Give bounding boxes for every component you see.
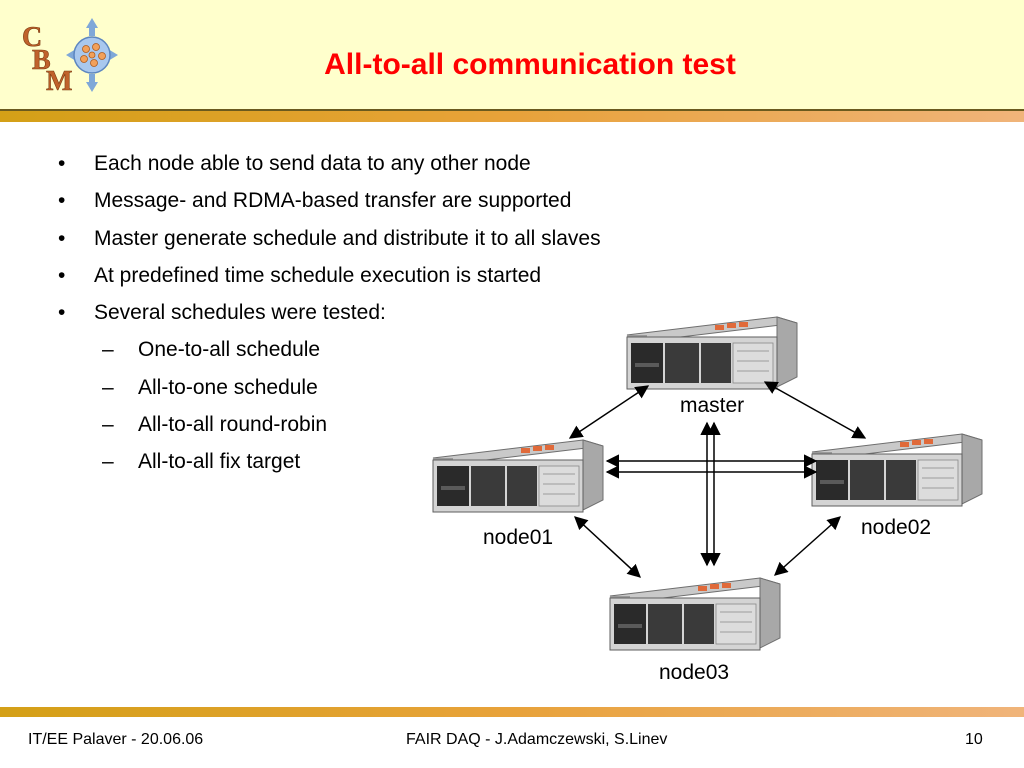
sub-bullet-item: All-to-one schedule: [54, 374, 694, 411]
node02-server-icon: [811, 433, 983, 507]
header-rule-line: [0, 109, 1024, 111]
node01-label: node01: [483, 526, 554, 549]
bullet-item: Each node able to send data to any other…: [54, 150, 694, 187]
node03-server-icon: [609, 577, 781, 651]
logo-letter-m: M: [46, 66, 72, 96]
sub-bullet-item: One-to-all schedule: [54, 336, 694, 373]
header-rule: [0, 110, 1024, 122]
logo-letter-b: B: [32, 45, 51, 76]
master-label: master: [680, 394, 745, 417]
link-node01-node03: [574, 516, 641, 578]
link-master-node02: [763, 381, 867, 439]
logo-emblem-icon: [66, 18, 118, 92]
link-node02-node03: [773, 516, 842, 576]
cbm-logo: C B M: [22, 18, 118, 96]
bullet-item: Several schedules were tested:: [54, 299, 694, 336]
footer-rule: [0, 707, 1024, 717]
bullet-item: Message- and RDMA-based transfer are sup…: [54, 187, 694, 224]
footer-left: IT/EE Palaver - 20.06.06: [28, 731, 204, 748]
bullet-list: Each node able to send data to any other…: [54, 150, 694, 486]
sub-bullet-item: All-to-all round-robin: [54, 411, 694, 448]
node02-label: node02: [861, 516, 932, 539]
bullet-item: Master generate schedule and distribute …: [54, 225, 694, 262]
footer-center: FAIR DAQ - J.Adamczewski, S.Linev: [406, 731, 668, 748]
sub-bullet-item: All-to-all fix target: [54, 448, 694, 485]
logo-letter-c: C: [22, 22, 42, 53]
bullet-item: At predefined time schedule execution is…: [54, 262, 694, 299]
slide-header: [0, 0, 1024, 110]
slide-title: All-to-all communication test: [324, 48, 736, 81]
node03-label: node03: [659, 661, 730, 684]
page-number: 10: [965, 731, 983, 748]
